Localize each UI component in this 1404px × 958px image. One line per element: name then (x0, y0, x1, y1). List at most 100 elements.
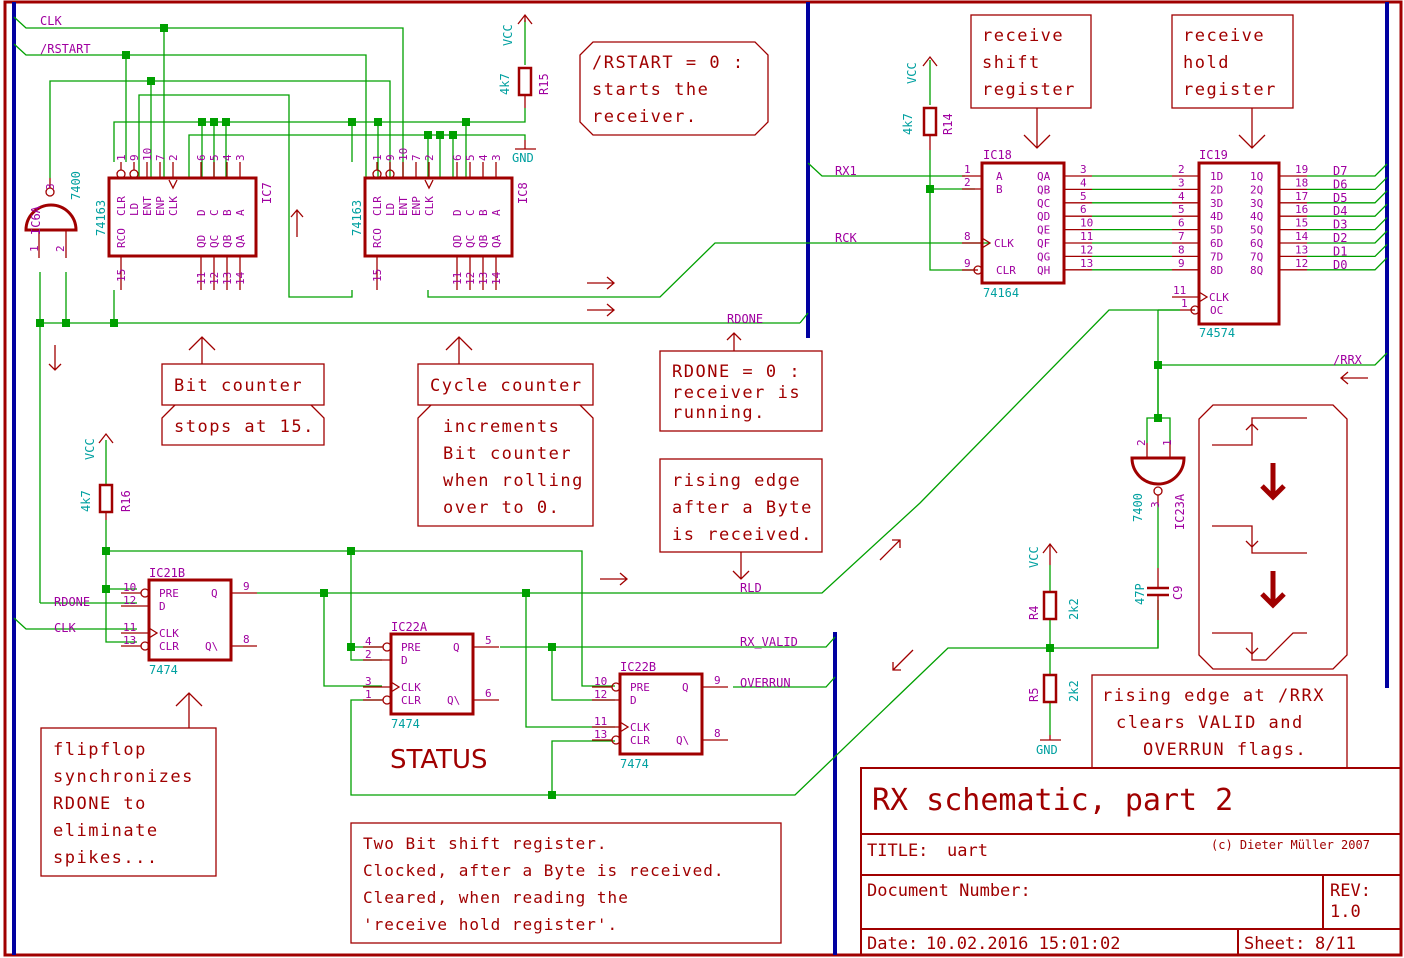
svg-text:/RSTART = 0 :: /RSTART = 0 : (592, 53, 745, 73)
svg-text:Cycle counter: Cycle counter (430, 376, 583, 396)
svg-text:R16: R16 (119, 490, 133, 512)
note-rrx-clears: rising edge at /RRX clears VALID and OVE… (1091, 674, 1348, 769)
r16-resistor[interactable]: VCC 4k7 R16 (79, 432, 133, 520)
note-rstart: /RSTART = 0 : starts the receiver. (579, 41, 769, 136)
svg-text:CLK: CLK (994, 237, 1014, 250)
sheet-value: 8/11 (1315, 934, 1356, 954)
pin-label: D (195, 209, 208, 216)
pin-label: ENT (141, 196, 154, 216)
arrow-right-icon (587, 303, 615, 317)
pin-label: QD (195, 235, 208, 248)
net-rrx: /RRX (1333, 353, 1363, 367)
date-label: Date: (867, 934, 918, 954)
net-data-bit: D3 (1333, 218, 1347, 232)
clock-input-icon (1198, 291, 1209, 303)
ic-body (107, 176, 258, 258)
svg-text:R14: R14 (941, 113, 955, 135)
net-labels: CLK /RSTART RDONE RX1 RCK /RRX RDONE CLK… (40, 14, 1363, 690)
svg-text:2: 2 (964, 176, 971, 189)
ic19-74574-hold-register[interactable]: IC197457421D191Q32D182Q43D173Q54D164Q65D… (1172, 148, 1309, 340)
svg-text:1: 1 (1181, 297, 1188, 310)
svg-text:3D: 3D (1210, 197, 1223, 210)
svg-text:15: 15 (1295, 217, 1308, 230)
pin-number: 12 (208, 272, 221, 285)
svg-text:3Q: 3Q (1250, 197, 1263, 210)
ic7-74163-bit-counter[interactable]: 1CLR9LD10ENT7ENP2CLK6D5C4B3A15RCO11QD12Q… (94, 148, 274, 290)
svg-text:2D: 2D (1210, 183, 1223, 196)
svg-text:16: 16 (1295, 203, 1308, 216)
svg-text:B: B (996, 183, 1003, 196)
ic-value: 7474 (149, 663, 178, 677)
pin-number: 11 (195, 272, 208, 285)
ic6a-value: 7400 (69, 171, 83, 200)
wires (13, 16, 1388, 796)
junctions (36, 24, 1162, 799)
rising-edge-marker-icon (1245, 423, 1259, 431)
svg-text:5Q: 5Q (1250, 224, 1263, 237)
svg-text:1: 1 (28, 245, 41, 252)
svg-text:'receive hold register'.: 'receive hold register'. (363, 915, 618, 934)
ic6a-nand-gate[interactable]: IC6A 7400 3 1 2 (24, 171, 83, 258)
svg-text:8: 8 (714, 727, 721, 740)
svg-text:PRE: PRE (159, 587, 179, 600)
svg-text:spikes...: spikes... (53, 848, 159, 868)
r14-resistor[interactable]: VCC 4k7 R14 (901, 55, 955, 150)
svg-text:flipflop: flipflop (53, 740, 147, 760)
svg-text:CLK: CLK (630, 721, 650, 734)
svg-text:clears VALID and: clears VALID and (1116, 713, 1304, 733)
note-rdone: RDONE = 0 : receiver is running. (659, 332, 823, 432)
pin-number: 9 (128, 154, 141, 161)
ic8-74163-cycle-counter[interactable]: 1CLR9LD10ENT7ENP2CLK6D5C4B3A15RCO11QD12Q… (350, 148, 530, 290)
svg-text:12: 12 (1080, 243, 1093, 256)
net-rx-valid: RX_VALID (740, 635, 798, 649)
pin-label: D (451, 209, 464, 216)
title-label: TITLE: (867, 841, 928, 861)
svg-text:RDONE = 0 :: RDONE = 0 : (672, 362, 801, 382)
svg-text:1: 1 (365, 688, 372, 701)
ic23a-nand-gate[interactable]: 2 1 3 7400 IC23A (1130, 439, 1187, 530)
r4-resistor[interactable]: VCC R4 2k2 (1027, 542, 1081, 621)
svg-text:eliminate: eliminate (53, 821, 159, 841)
note-bit-counter: Bit counter stops at 15. (161, 336, 325, 446)
svg-text:2: 2 (54, 245, 67, 252)
pin-label: B (221, 209, 234, 216)
svg-text:13: 13 (1295, 243, 1308, 256)
pin-number: 5 (464, 154, 477, 161)
ic-value: 74164 (983, 286, 1019, 300)
pin-number: 14 (234, 271, 247, 285)
net-rx1: RX1 (835, 164, 857, 178)
ic-ref: IC22A (391, 620, 428, 634)
pin-label: QC (464, 235, 477, 248)
svg-text:3: 3 (1080, 163, 1087, 176)
pin-label: B (477, 209, 490, 216)
copyright: (c) Dieter Müller 2007 (1211, 838, 1370, 852)
ic-value: 7474 (391, 717, 420, 731)
svg-text:4: 4 (365, 635, 372, 648)
svg-text:Q\: Q\ (447, 694, 460, 707)
arrow-right-icon (587, 276, 615, 290)
svg-text:6Q: 6Q (1250, 237, 1263, 250)
pin-number: 12 (464, 272, 477, 285)
pin-number: 11 (451, 272, 464, 285)
svg-text:CLK: CLK (159, 627, 179, 640)
svg-text:R15: R15 (537, 73, 551, 95)
svg-text:2k2: 2k2 (1067, 598, 1081, 620)
pin-label: CLR (115, 196, 128, 216)
r15-resistor[interactable]: VCC 4k7 R15 GND (498, 13, 551, 165)
svg-text:13: 13 (594, 728, 607, 741)
pin-number: 15 (371, 269, 384, 282)
svg-text:4k7: 4k7 (79, 490, 93, 512)
ic-ref: IC22B (620, 660, 656, 674)
svg-text:increments: increments (443, 417, 560, 437)
net-data-bit: D7 (1333, 164, 1347, 178)
arrow-down-icon (48, 345, 62, 371)
svg-text:10: 10 (594, 675, 607, 688)
c9-capacitor[interactable]: 47P C9 (1133, 568, 1185, 620)
svg-text:Q\: Q\ (676, 734, 689, 747)
pin-label: QA (234, 234, 247, 248)
r5-resistor[interactable]: R5 2k2 GND (1027, 673, 1081, 757)
